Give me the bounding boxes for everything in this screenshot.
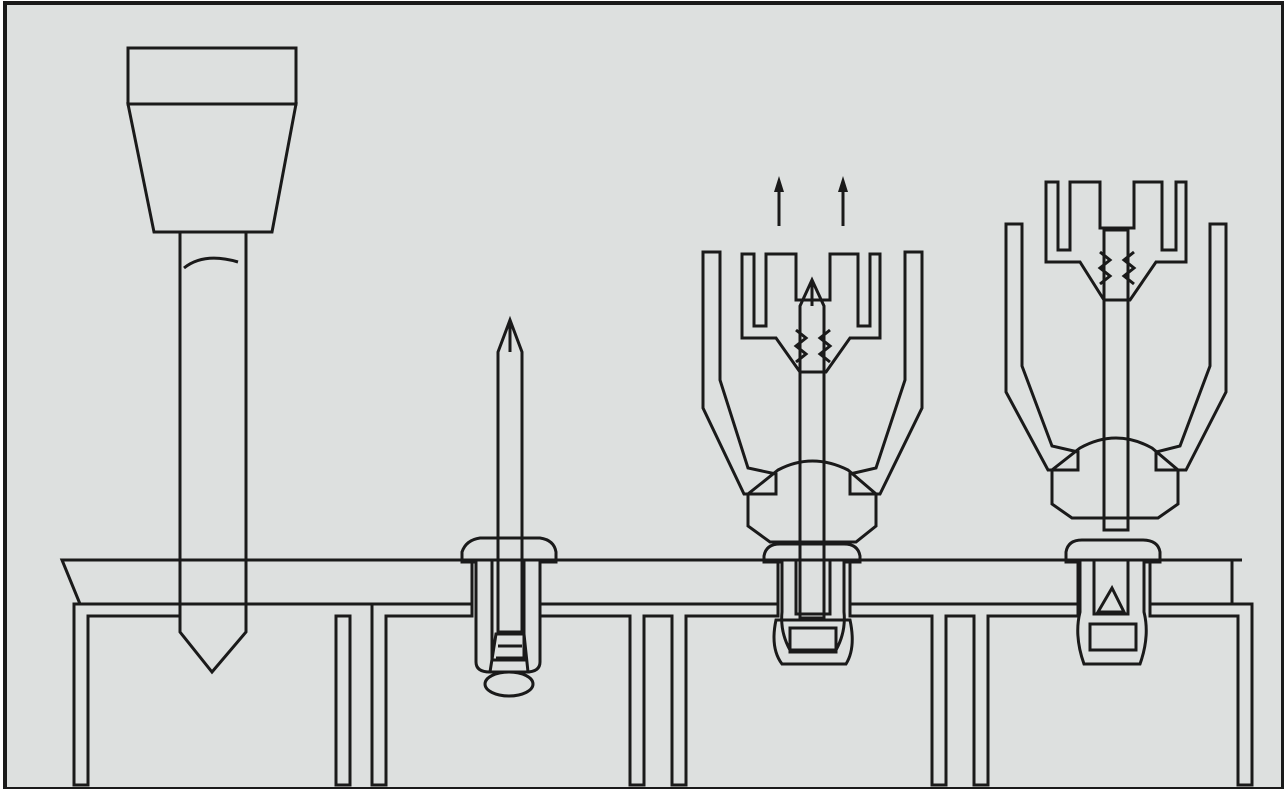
mandrel-pulled <box>798 276 826 620</box>
mandrel-head <box>488 632 530 674</box>
tool-nose-left <box>701 250 778 496</box>
drill <box>126 46 298 675</box>
tool-jaws <box>740 252 882 374</box>
rivet-body <box>460 536 558 674</box>
drill-bit <box>178 230 248 675</box>
rivet-inserted <box>460 315 558 698</box>
tool-nose-left-4 <box>1004 222 1080 472</box>
drill-chuck-body <box>126 102 298 234</box>
arrow-up-icon <box>774 176 848 226</box>
workpiece <box>59 558 1254 787</box>
rivet-tool-pulling <box>701 176 924 666</box>
mandrel-broken <box>1102 228 1130 532</box>
tool-jaws-4 <box>1044 180 1188 302</box>
tool-anvil-4 <box>1050 436 1180 520</box>
rivet-set <box>1064 538 1162 666</box>
tool-anvil <box>746 459 878 544</box>
rivet-body-pulled <box>762 542 862 652</box>
mandrel <box>496 315 524 634</box>
rivet-tool-complete <box>1004 180 1228 666</box>
tool-nose-right <box>848 250 924 496</box>
